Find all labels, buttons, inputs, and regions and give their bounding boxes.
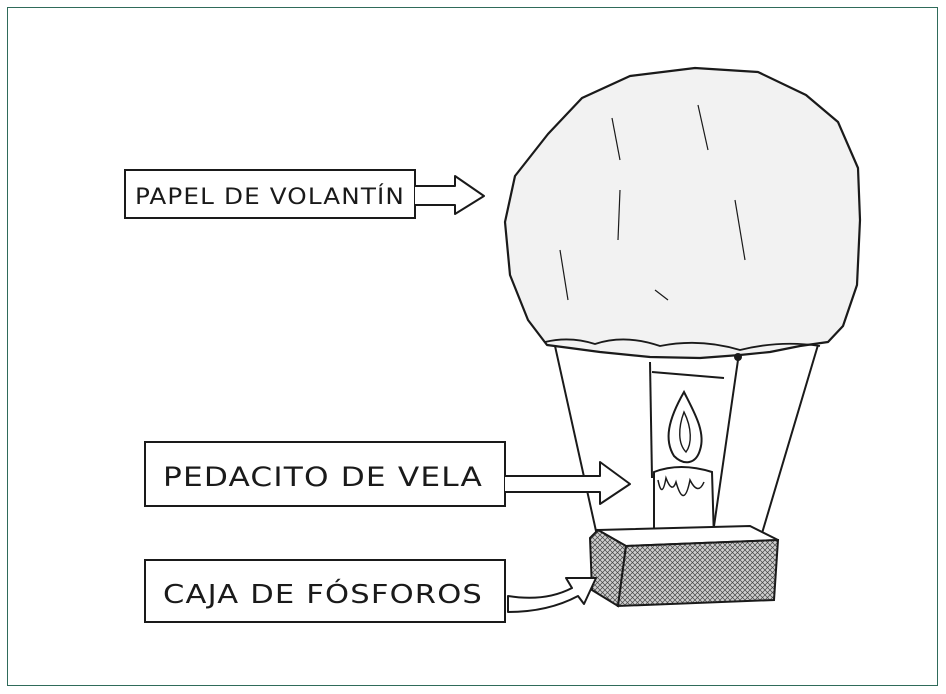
label-matchbox: CAJA DE FÓSFOROS <box>163 578 483 610</box>
label-paper: PAPEL DE VOLANTÍN <box>135 184 405 210</box>
balloon-strings <box>554 344 819 541</box>
arrow-matchbox <box>507 577 597 613</box>
label-box-paper <box>124 169 416 219</box>
label-box-matchbox <box>144 559 506 623</box>
balloon-paper <box>503 66 862 360</box>
arrow-paper <box>415 175 485 215</box>
balloon <box>503 66 862 360</box>
matchbox <box>588 524 780 608</box>
matchbox-front <box>616 538 780 608</box>
label-candle-group: PEDACITO DE VELA <box>144 441 631 507</box>
label-candle: PEDACITO DE VELA <box>163 462 483 493</box>
label-paper-group: PAPEL DE VOLANTÍN <box>124 169 485 219</box>
arrow-candle <box>505 461 631 505</box>
label-box-candle <box>144 441 506 507</box>
label-matchbox-group: CAJA DE FÓSFOROS <box>144 559 597 623</box>
